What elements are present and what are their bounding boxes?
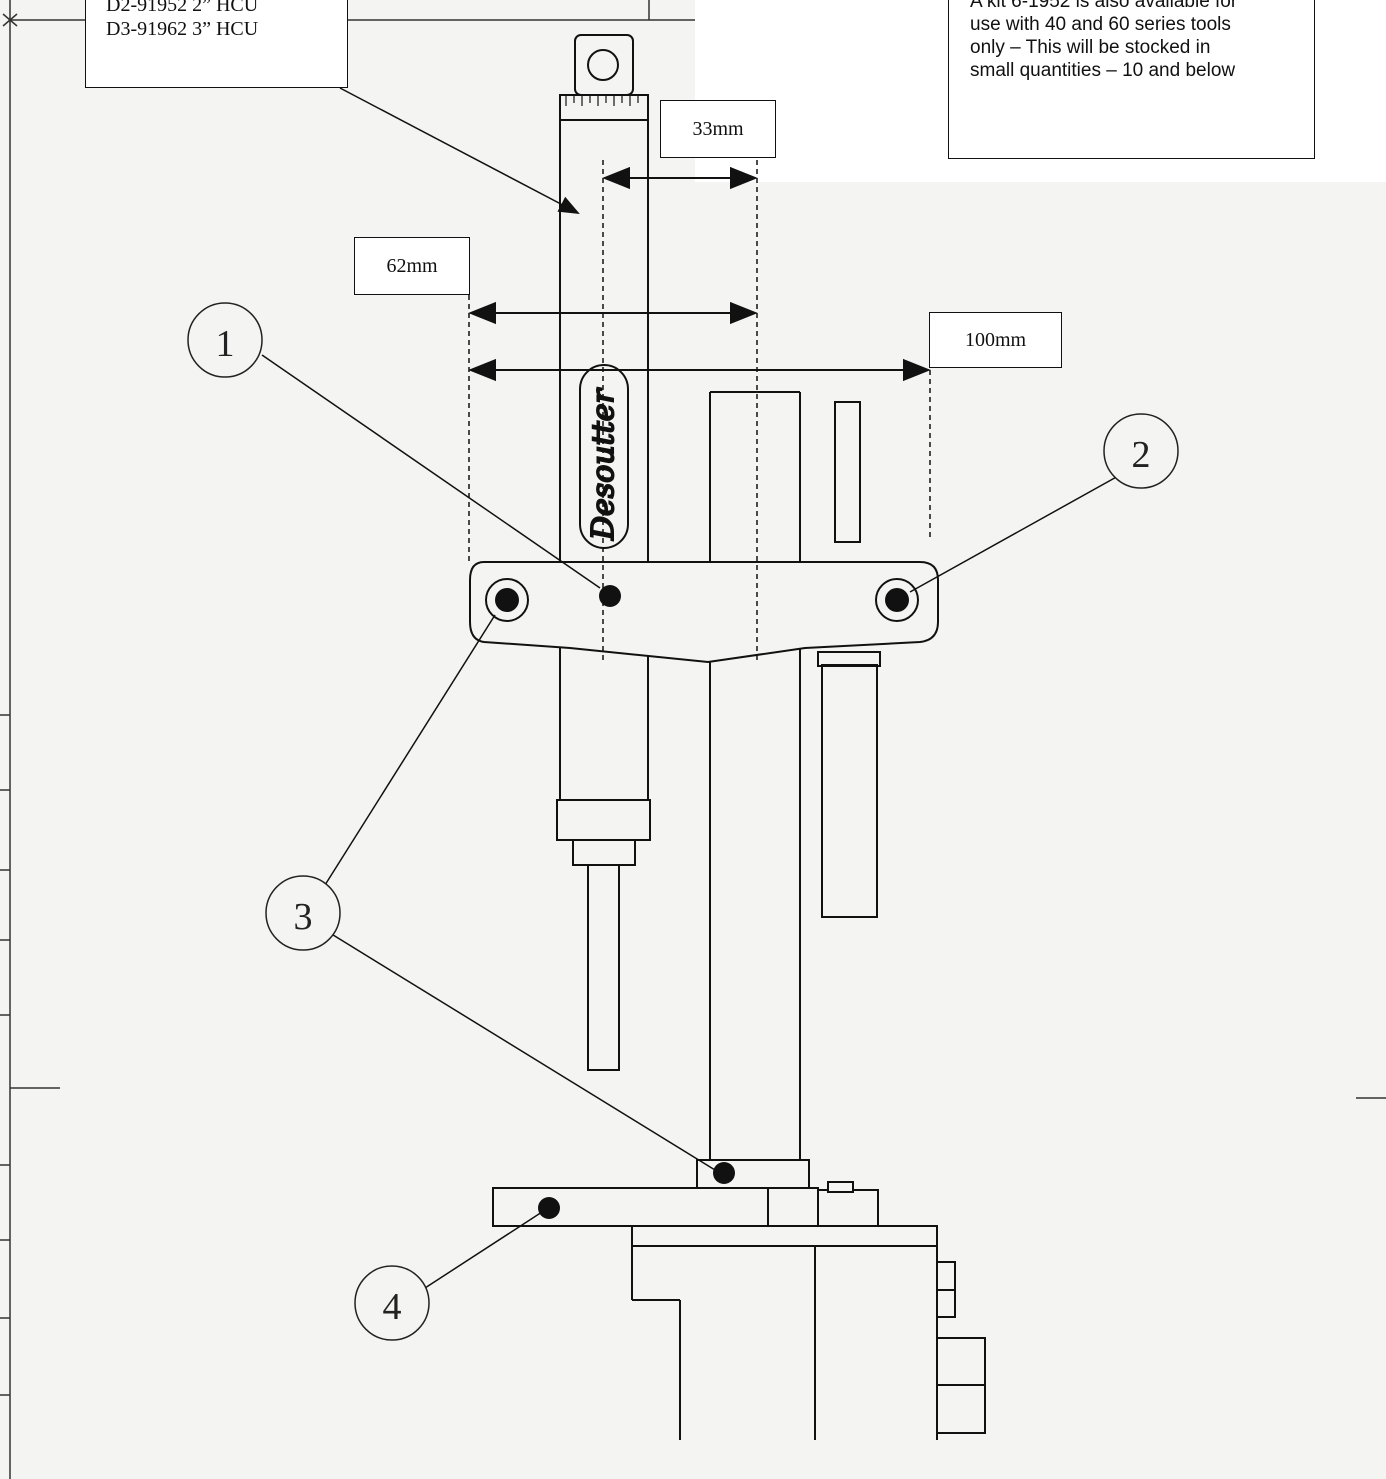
bolt-left	[485, 578, 529, 622]
bolt-center	[599, 585, 621, 607]
callout-2: 2	[1103, 413, 1179, 489]
part-number-line2: D3-91962 3” HCU	[106, 18, 259, 40]
hanger-hole	[587, 49, 619, 81]
dimension-label-33mm: 33mm	[660, 100, 776, 158]
base-assembly	[492, 1159, 938, 1247]
dimension-label-100mm: 100mm	[929, 312, 1062, 368]
support-column	[709, 391, 881, 1160]
kit-note-line3: only – This will be stocked in	[970, 37, 1211, 58]
dimension-arrows	[468, 166, 931, 382]
kit-note-line4: small quantities – 10 and below	[970, 60, 1236, 81]
dimension-62mm-text: 62mm	[386, 254, 438, 277]
kit-note-line1: A kit 6-1952 is also available for	[970, 0, 1238, 12]
dimension-label-62mm: 62mm	[354, 237, 470, 295]
callout-3-number: 3	[294, 896, 313, 938]
scale-ticks	[565, 96, 639, 106]
callout-1: 1	[187, 302, 263, 378]
callout-4: 4	[354, 1265, 430, 1341]
callout-1-number: 1	[216, 323, 235, 365]
brand-text: Desoutter	[586, 388, 621, 541]
bolt-base-plate	[538, 1197, 560, 1219]
kit-note-box: A kit 6-1952 is also available for use w…	[948, 0, 1315, 159]
bolt-base-pivot	[713, 1162, 735, 1184]
bolt-right	[875, 578, 919, 622]
kit-note-line2: use with 40 and 60 series tools	[970, 14, 1231, 35]
part-number-line1: D2-91952 2” HCU	[106, 0, 259, 16]
part-number-box: D2-91952 2” HCU D3-91962 3” HCU	[85, 0, 348, 88]
callout-2-number: 2	[1132, 434, 1151, 476]
dimension-33mm-text: 33mm	[692, 117, 744, 140]
leader-lines	[261, 87, 1121, 1289]
extension-lines	[468, 160, 931, 660]
base-legs	[631, 1246, 986, 1440]
callout-4-number: 4	[383, 1286, 402, 1328]
dimension-100mm-text: 100mm	[964, 328, 1027, 351]
clamp-bracket	[469, 561, 939, 664]
callout-3: 3	[265, 875, 341, 951]
